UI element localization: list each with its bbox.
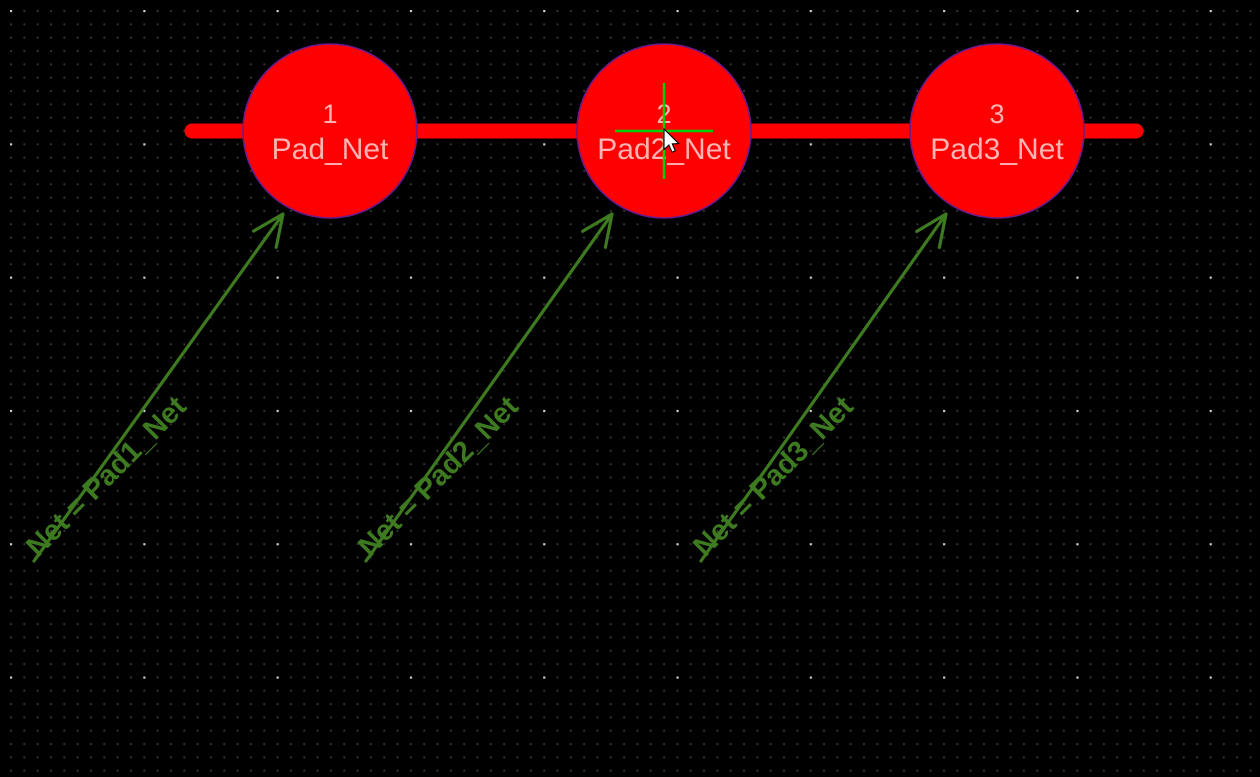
pad-3-circle[interactable]	[909, 43, 1085, 219]
mouse-pointer-arrow	[663, 127, 681, 153]
annotation-1-label: Net = Pad1_Net	[20, 390, 193, 563]
pad-1-net-label: Pad_Net	[272, 133, 389, 166]
annotation-1-arrow	[32, 212, 285, 563]
pad-1-circle[interactable]	[242, 43, 418, 219]
mouse-pointer-icon	[663, 127, 681, 153]
pad-3-number: 3	[989, 99, 1004, 129]
annotation-group-2: Net = Pad2_Net	[352, 212, 614, 563]
pad-group-3[interactable]: 3 Pad3_Net	[909, 43, 1085, 219]
pad-3-net-label: Pad3_Net	[930, 133, 1064, 166]
annotation-group-1: Net = Pad1_Net	[20, 212, 285, 563]
annotation-group-3: Net = Pad3_Net	[687, 212, 948, 563]
annotation-2-arrow	[364, 212, 614, 563]
pad-1-number: 1	[322, 99, 337, 129]
annotation-3-label: Net = Pad3_Net	[687, 390, 860, 563]
annotation-3-arrow	[699, 212, 948, 563]
annotation-2-label: Net = Pad2_Net	[352, 390, 525, 563]
pad-group-1[interactable]: 1 Pad_Net	[242, 43, 418, 219]
